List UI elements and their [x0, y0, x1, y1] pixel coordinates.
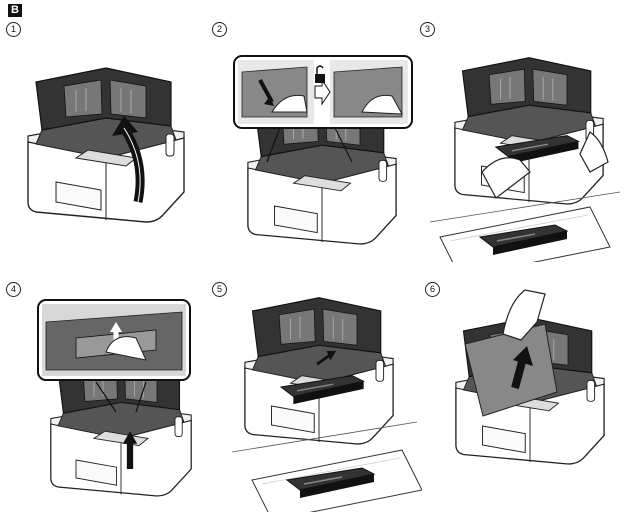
- step-1: 1: [6, 22, 206, 252]
- section-badge: B: [8, 4, 22, 17]
- step-number: 1: [6, 22, 21, 37]
- step-3: 3: [420, 22, 628, 262]
- step-number: 4: [6, 282, 21, 297]
- lift-inner-cover-illustration: [37, 299, 192, 497]
- pull-jammed-paper-illustration: [455, 289, 605, 465]
- step-number: 3: [420, 22, 435, 37]
- step-4: 4: [6, 282, 206, 512]
- remove-cartridge-illustration: [429, 57, 621, 262]
- step-number: 2: [212, 22, 227, 37]
- unlock-icon: [315, 65, 325, 83]
- reinstall-cartridge-illustration: [231, 297, 422, 512]
- step-number: 5: [212, 282, 227, 297]
- step-2: 2: [212, 22, 417, 252]
- step-number: 6: [425, 282, 440, 297]
- step-5: 5: [212, 282, 422, 512]
- release-lock-illustration: [233, 55, 413, 245]
- step-6: 6: [425, 282, 628, 512]
- printer-open-cover-illustration: [27, 67, 185, 223]
